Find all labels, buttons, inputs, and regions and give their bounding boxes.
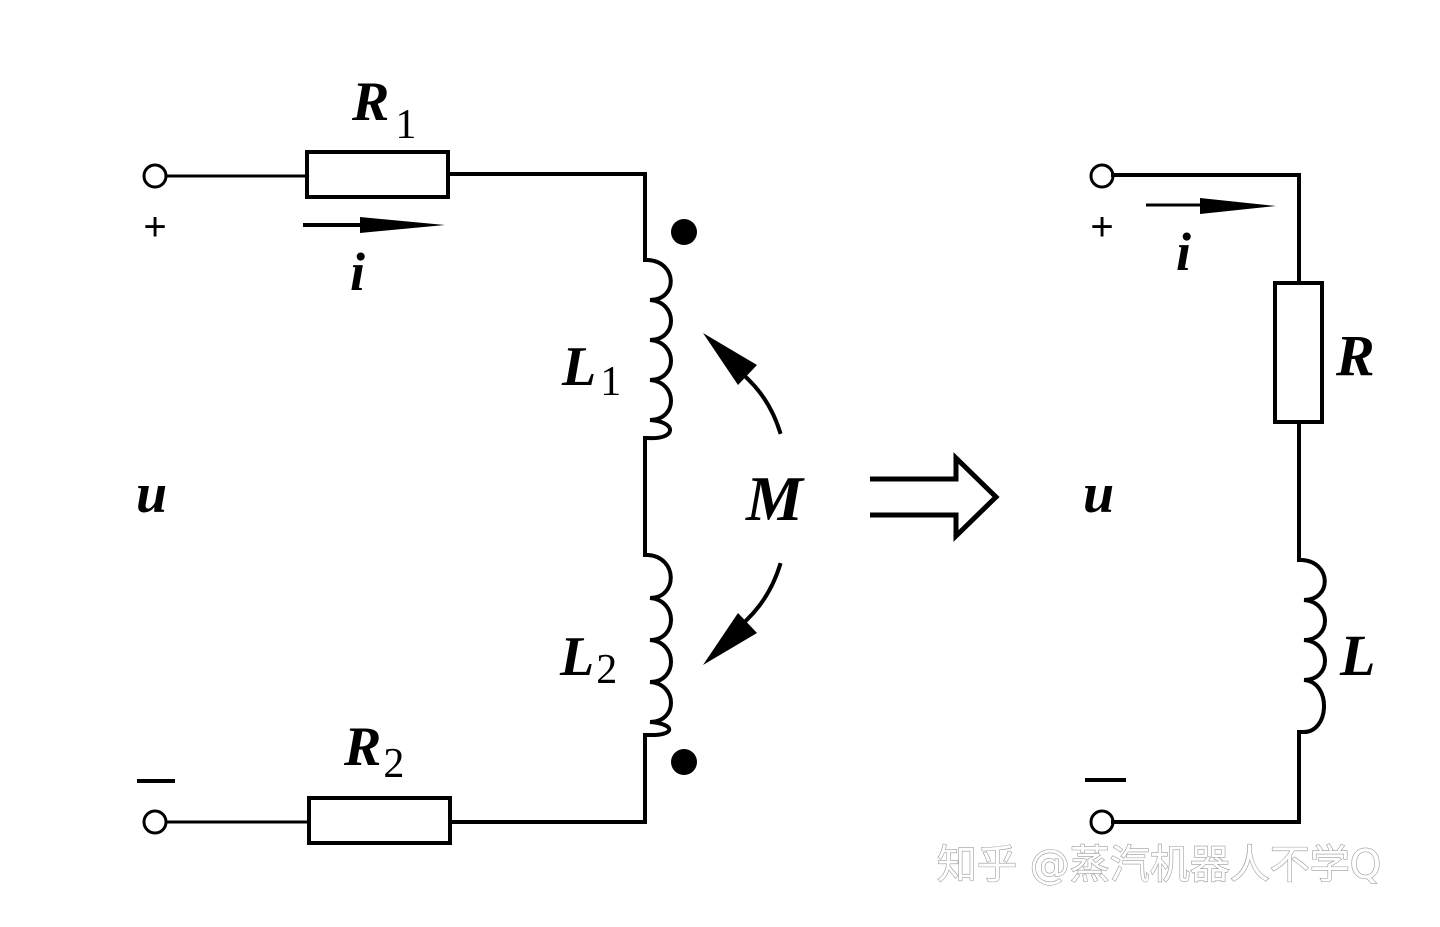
- left-plus-terminal: [142, 163, 168, 189]
- dot-marker-top: [671, 219, 697, 245]
- current-arrow-head: [360, 217, 445, 233]
- resistor-r2: [307, 796, 452, 845]
- right-plus-terminal: [1089, 163, 1115, 189]
- inductor-l: [1297, 558, 1327, 735]
- mutual-arrow-lower-head: [703, 613, 757, 665]
- equivalence-arrow-icon: [870, 452, 1000, 542]
- label-l1: L1: [561, 336, 621, 405]
- inductor-l1: [643, 258, 673, 441]
- inductor-l2: [643, 553, 673, 738]
- mutual-inductance-label: M: [745, 463, 805, 534]
- label-r: R: [1335, 323, 1375, 388]
- resistor-r: [1273, 281, 1324, 424]
- left-voltage-label: u: [136, 463, 167, 525]
- right-minus-terminal: [1089, 809, 1115, 835]
- label-l: L: [1339, 623, 1375, 688]
- right-voltage-label: u: [1083, 463, 1114, 525]
- right-circuit: + i R L u: [1083, 163, 1375, 835]
- mutual-arrow-upper-head: [703, 333, 757, 385]
- right-current-label: i: [1176, 222, 1191, 282]
- watermark: 知乎 @蒸汽机器人不学Q: [937, 842, 1381, 888]
- left-minus-terminal: [142, 809, 168, 835]
- right-current-arrow-head: [1200, 198, 1276, 214]
- resistor-r1: [305, 150, 450, 199]
- left-plus-sign: +: [143, 205, 166, 249]
- dot-marker-bottom: [671, 749, 697, 775]
- left-current-label: i: [350, 242, 365, 302]
- label-r2: R2: [343, 716, 404, 787]
- label-l2: L2: [559, 626, 617, 693]
- right-plus-sign: +: [1090, 205, 1113, 249]
